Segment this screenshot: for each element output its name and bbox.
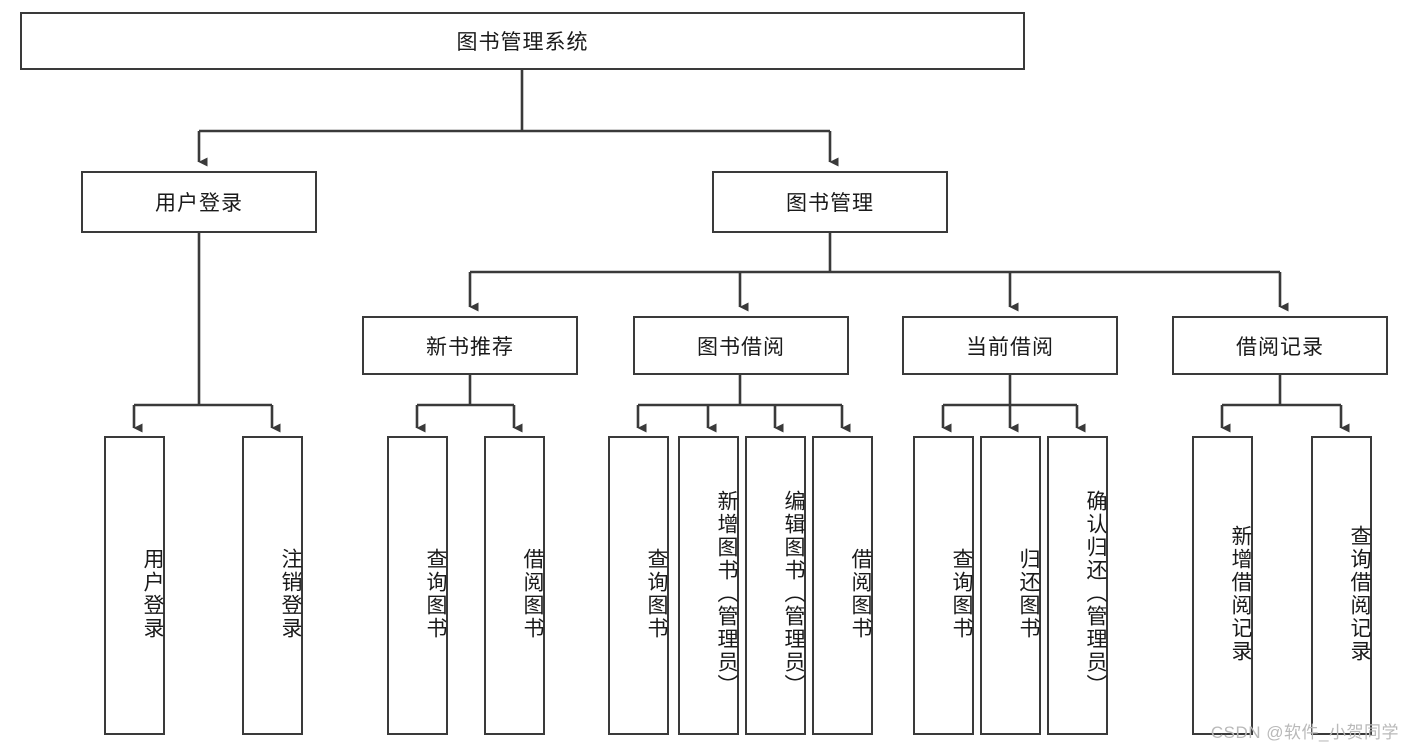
node-label: 归还图书 [1017,547,1040,640]
leaf-borrow-book[interactable]: 借阅图书 [812,436,873,735]
leaf-query-book-current[interactable]: 查询图书 [913,436,974,735]
node-label: 新增借阅记录 [1229,524,1252,663]
leaf-add-borrow-record[interactable]: 新增借阅记录 [1192,436,1253,735]
node-borrow-record[interactable]: 借阅记录 [1172,316,1388,375]
node-label: 借阅图书 [521,547,544,640]
leaf-user-logout[interactable]: 注销登录 [242,436,303,735]
node-label: 图书管理 [786,192,874,215]
node-label: 查询图书 [645,547,668,640]
node-label: 借阅图书 [849,547,872,640]
node-label: 用户登录 [141,547,164,640]
node-user-login[interactable]: 用户登录 [81,171,317,233]
node-label: 新书推荐 [426,335,514,359]
leaf-add-book-admin[interactable]: 新增图书（管理员） [678,436,739,735]
node-label: 编辑图书（管理员） [782,490,805,697]
node-label: 新增图书（管理员） [715,490,738,697]
node-label: 借阅记录 [1236,335,1324,359]
node-new-book-recommend[interactable]: 新书推荐 [362,316,578,375]
node-label: 图书借阅 [697,335,785,359]
leaf-query-book-borrow[interactable]: 查询图书 [608,436,669,735]
node-label: 确认归还（管理员） [1084,490,1107,697]
node-current-borrow[interactable]: 当前借阅 [902,316,1118,375]
node-label: 查询图书 [950,547,973,640]
node-label: 用户登录 [155,192,243,215]
node-book-borrow[interactable]: 图书借阅 [633,316,849,375]
node-book-management[interactable]: 图书管理 [712,171,948,233]
csdn-watermark: CSDN @软件_小贺同学 [1210,723,1399,742]
node-label: 注销登录 [279,547,302,640]
node-root-system[interactable]: 图书管理系统 [20,12,1025,70]
leaf-query-book-recommend[interactable]: 查询图书 [387,436,448,735]
leaf-query-borrow-record[interactable]: 查询借阅记录 [1311,436,1372,735]
leaf-edit-book-admin[interactable]: 编辑图书（管理员） [745,436,806,735]
leaf-borrow-book-recommend[interactable]: 借阅图书 [484,436,545,735]
node-label: 图书管理系统 [456,31,589,54]
leaf-return-book[interactable]: 归还图书 [980,436,1041,735]
leaf-user-login[interactable]: 用户登录 [104,436,165,735]
node-label: 查询借阅记录 [1348,524,1371,663]
node-label: 查询图书 [424,547,447,640]
leaf-confirm-return-admin[interactable]: 确认归还（管理员） [1047,436,1108,735]
node-label: 当前借阅 [966,335,1054,359]
